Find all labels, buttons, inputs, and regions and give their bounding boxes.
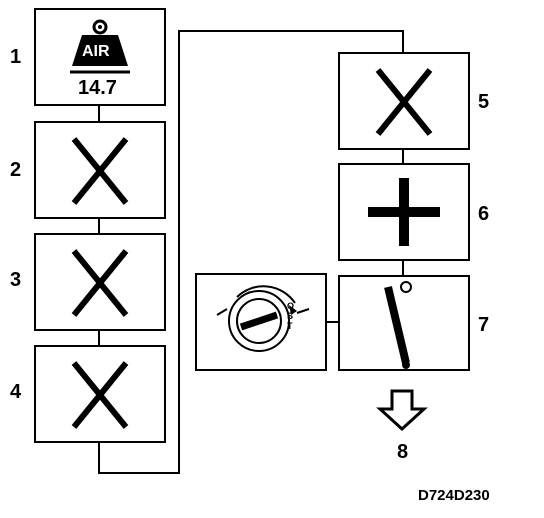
step-8-number: 8 — [397, 441, 409, 463]
air-pressure-value: 14.7 — [78, 77, 117, 99]
step-4-box — [34, 345, 166, 443]
air-label: AIR — [82, 43, 110, 60]
step-3-number: 3 — [10, 269, 22, 291]
step-6-box — [338, 163, 470, 261]
ignition-connector — [325, 321, 339, 323]
connector-bottom — [98, 472, 180, 474]
step-2-box — [34, 121, 166, 219]
x-icon — [375, 68, 433, 136]
x-icon — [71, 361, 129, 429]
plus-icon — [368, 178, 440, 246]
step-7-number: 7 — [478, 314, 490, 336]
figure-code: D724D230 — [418, 487, 490, 504]
step-4-number: 4 — [10, 381, 22, 403]
connector-middle-up — [178, 30, 180, 474]
down-arrow-icon — [376, 389, 428, 431]
connector-top — [178, 30, 404, 32]
step-1-number: 1 — [10, 46, 22, 68]
x-icon — [71, 249, 129, 317]
ignition-mark-s: S — [287, 311, 294, 321]
step-2-number: 2 — [10, 159, 22, 181]
step-5-box — [338, 52, 470, 150]
step-1-box: AIR 14.7 — [34, 8, 166, 106]
step-6-number: 6 — [478, 203, 490, 225]
toggle-switch-icon — [384, 281, 412, 369]
ignition-key-icon — [216, 285, 310, 352]
air-pressure-weight-icon — [70, 19, 130, 74]
x-icon — [71, 137, 129, 205]
ignition-mark-o: O — [287, 301, 295, 311]
ignition-mark-t: T — [287, 321, 293, 331]
step-5-number: 5 — [478, 91, 490, 113]
step-3-box — [34, 233, 166, 331]
step-7-box — [338, 275, 470, 371]
ignition-key-box: O S T — [195, 273, 327, 371]
